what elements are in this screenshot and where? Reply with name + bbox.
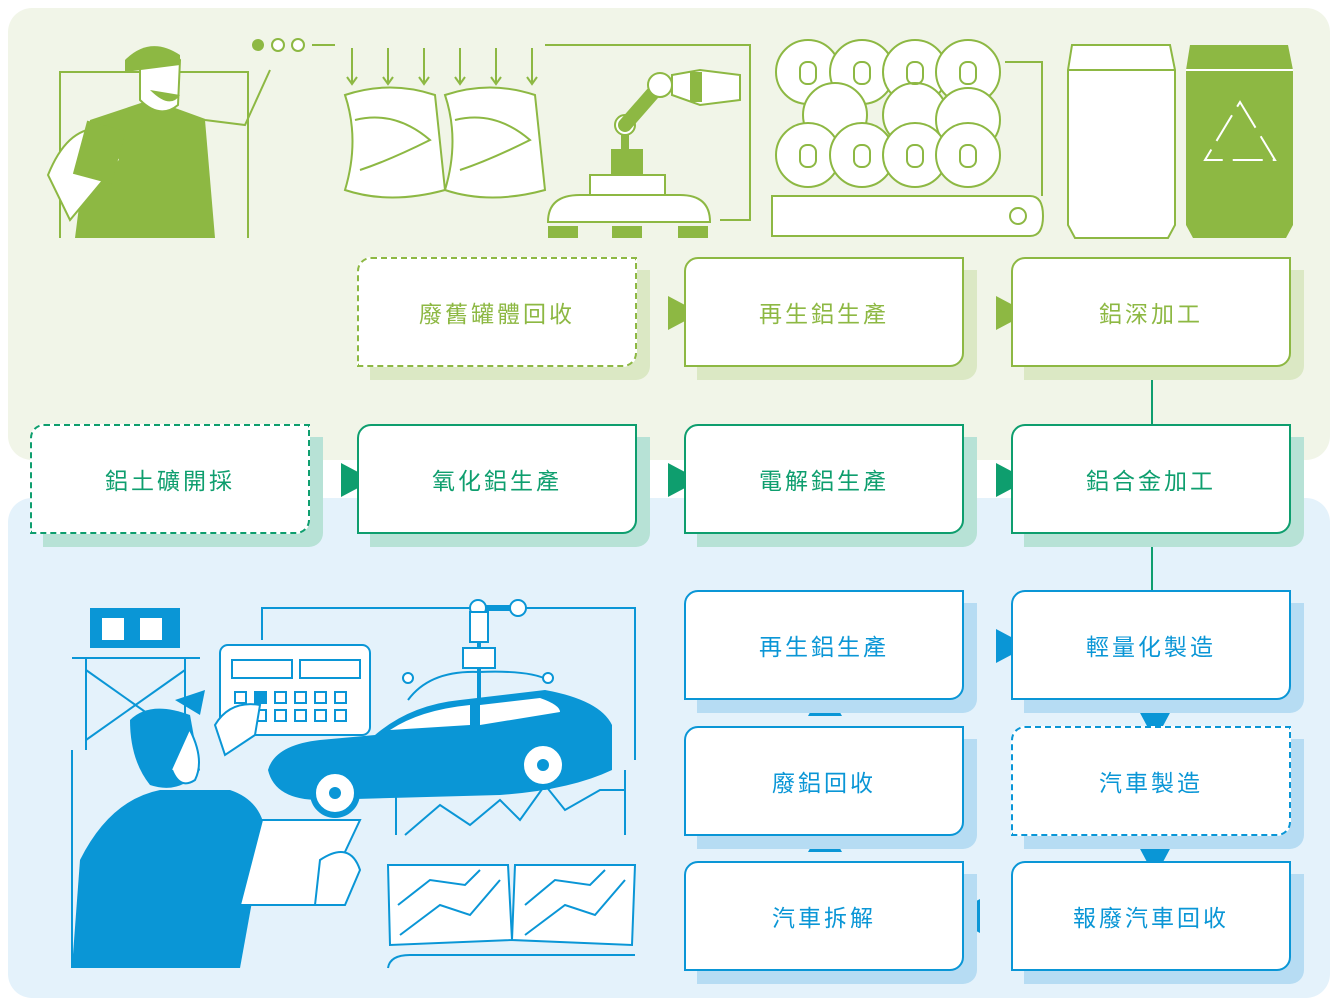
node-can-recycle: 廢舊罐體回收 xyxy=(357,257,637,367)
node-label: 廢鋁回收 xyxy=(772,771,876,797)
node-label: 報廢汽車回收 xyxy=(1073,906,1229,932)
recycle-can-icon xyxy=(1186,45,1293,238)
node-label: 輕量化製造 xyxy=(1086,635,1216,661)
node-bauxite-mining: 鋁土礦開採 xyxy=(30,424,310,534)
node-label: 汽車製造 xyxy=(1099,771,1203,797)
arrow-up-icon xyxy=(808,686,842,716)
node-label: 汽車拆解 xyxy=(772,906,876,932)
node-electrolytic-production: 電解鋁生產 xyxy=(684,424,964,534)
aluminum-can-icon xyxy=(1067,44,1176,239)
arrow-left-icon xyxy=(948,899,980,933)
node-label: 電解鋁生產 xyxy=(759,469,889,495)
node-label: 再生鋁生產 xyxy=(759,302,889,328)
node-can-recycled-production: 再生鋁生產 xyxy=(684,257,964,367)
node-label: 鋁土礦開採 xyxy=(105,469,235,495)
node-label: 氧化鋁生產 xyxy=(432,469,562,495)
node-car-recycled-production: 再生鋁生產 xyxy=(684,590,964,700)
aluminum-sheets-icon xyxy=(386,864,637,969)
node-alumina-production: 氧化鋁生產 xyxy=(357,424,637,534)
node-lightweight-manufacturing: 輕量化製造 xyxy=(1011,590,1291,700)
node-label: 鋁合金加工 xyxy=(1086,469,1216,495)
node-car-dismantling: 汽車拆解 xyxy=(684,861,964,971)
node-deep-processing: 鋁深加工 xyxy=(1011,257,1291,367)
node-end-of-life-recycle: 報廢汽車回收 xyxy=(1011,861,1291,971)
worker-icon xyxy=(46,38,335,238)
arrow-up-icon xyxy=(808,822,842,852)
node-scrap-aluminum-recycle: 廢鋁回收 xyxy=(684,726,964,836)
node-label: 再生鋁生產 xyxy=(759,635,889,661)
car-on-lift-icon xyxy=(268,599,626,836)
robot-arm-icon xyxy=(546,68,741,238)
node-label: 鋁深加工 xyxy=(1099,302,1203,328)
node-car-manufacturing: 汽車製造 xyxy=(1011,726,1291,836)
node-alloy-processing: 鋁合金加工 xyxy=(1011,424,1291,534)
engineer-icon xyxy=(72,690,362,968)
can-lids-icon xyxy=(771,39,1045,237)
crushed-cans-icon xyxy=(343,44,751,221)
node-label: 廢舊罐體回收 xyxy=(419,302,575,328)
